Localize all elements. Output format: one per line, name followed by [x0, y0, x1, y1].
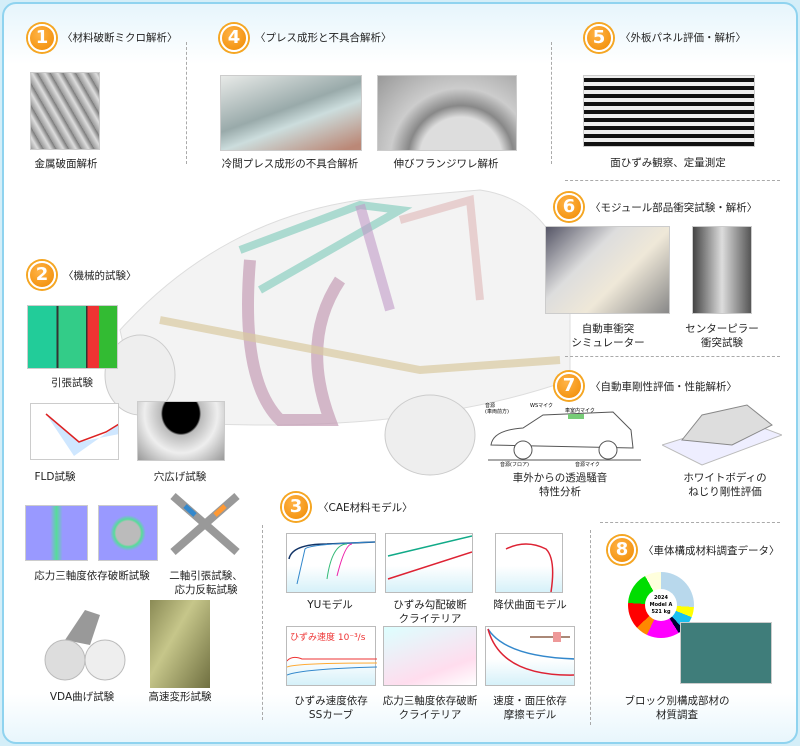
label-source-front: 音源(車両前方) — [485, 403, 509, 415]
divider — [565, 356, 780, 357]
caption: 摩擦モデル — [503, 709, 557, 721]
friction-model-graph — [485, 626, 575, 686]
triaxiality-fracture-surface — [383, 626, 477, 686]
caption: YUモデル — [307, 599, 353, 611]
caption: 車外からの透過騒音 — [512, 472, 608, 484]
label-source-floor: 音源(フロア) — [500, 462, 529, 468]
press-defect-image — [220, 75, 362, 151]
section-2-badge: 2 — [28, 261, 56, 289]
caption: クライテリア — [398, 709, 462, 721]
biaxial-test-diagram — [170, 492, 240, 556]
caption: センターピラー — [685, 323, 759, 335]
divider — [186, 42, 187, 164]
strain-rate-label: ひずみ速度 10⁻³/s — [290, 633, 366, 643]
caption: 穴広げ試験 — [153, 471, 207, 483]
parts-photo — [680, 622, 772, 684]
section-5-badge: 5 — [585, 24, 613, 52]
car-body-illustration — [104, 189, 571, 476]
divider — [565, 180, 780, 181]
label-source-mic: 音源マイク — [575, 462, 600, 468]
hole-expansion-image — [137, 401, 225, 461]
fracture-surface-image — [30, 72, 100, 150]
panel-zebra-image — [583, 75, 755, 147]
caption: 冷間プレス成形の不具合解析 — [221, 158, 359, 170]
section-3-badge: 3 — [282, 493, 310, 521]
section-5-title: 〈外板パネル評価・解析〉 — [620, 32, 746, 44]
caption: 特性分析 — [539, 486, 581, 498]
vda-bend-image — [44, 610, 126, 681]
yield-surface-graph — [495, 533, 563, 593]
section-7-title: 〈自動車剛性評価・性能解析〉 — [590, 381, 737, 393]
strain-rate-ss-graph: ひずみ速度 10⁻³/s — [286, 626, 377, 686]
caption: 引張試験 — [51, 377, 93, 389]
section-8-title: 〈車体構成材料調査データ〉 — [643, 545, 780, 557]
caption: ねじり剛性評価 — [688, 486, 762, 498]
high-speed-deformation-image — [150, 600, 210, 688]
section-2-title: 〈機械的試験〉 — [63, 270, 137, 282]
caption: 応力反転試験 — [174, 584, 238, 596]
section-4-title: 〈プレス成形と不具合解析〉 — [255, 32, 392, 44]
caption: ひずみ勾配破断 — [393, 599, 467, 611]
strain-gradient-graph — [385, 533, 473, 593]
caption: 材質調査 — [656, 709, 698, 721]
caption: FLD試験 — [34, 471, 76, 483]
fld-graph — [30, 403, 119, 460]
crash-simulator-image — [545, 226, 670, 314]
divider — [600, 522, 780, 523]
caption: 降伏曲面モデル — [493, 599, 567, 611]
section-1-badge: 1 — [28, 24, 56, 52]
section-3-title: 〈CAE材料モデル〉 — [318, 502, 413, 514]
triaxiality-specimen-notch — [25, 505, 88, 561]
caption: クライテリア — [398, 613, 462, 625]
caption: 応力三軸度依存破断試験 — [34, 570, 150, 582]
section-4-badge: 4 — [220, 24, 248, 52]
caption: ホワイトボディの — [683, 472, 767, 484]
center-pillar-test-image — [692, 226, 752, 314]
body-in-white-diagram — [662, 404, 782, 466]
divider — [262, 525, 263, 720]
divider — [551, 42, 552, 164]
section-7-badge: 7 — [555, 372, 583, 400]
caption: 金属破面解析 — [34, 158, 98, 170]
caption: 二軸引張試験、 — [169, 570, 243, 582]
caption: ブロック別構成部材の — [624, 695, 730, 707]
caption: 伸びフランジワレ解析 — [393, 158, 499, 170]
section-1-title: 〈材料破断ミクロ解析〉 — [62, 32, 178, 44]
section-6-badge: 6 — [555, 193, 583, 221]
label-cabin-mic: 車室内マイク — [565, 408, 595, 414]
caption: 面ひずみ観察、定量測定 — [610, 157, 726, 169]
caption: 高速変形試験 — [148, 691, 212, 703]
triaxiality-specimen-hole — [98, 505, 158, 561]
section-6-title: 〈モジュール部品衝突試験・解析〉 — [590, 202, 758, 214]
caption: ひずみ速度依存 — [294, 695, 368, 707]
caption: シミュレーター — [571, 337, 645, 349]
caption: 自動車衝突 — [581, 323, 635, 335]
flange-crack-image — [377, 75, 517, 151]
caption: 速度・面圧依存 — [493, 695, 567, 707]
caption: 衝突試験 — [701, 337, 743, 349]
yu-model-graph — [286, 533, 376, 593]
noise-test-car-diagram — [488, 411, 641, 461]
label-ws-mic: WSマイク — [530, 403, 554, 409]
caption: VDA曲げ試験 — [49, 691, 115, 703]
divider — [590, 530, 591, 725]
tensile-test-image — [27, 305, 118, 369]
section-8-badge: 8 — [608, 536, 636, 564]
caption: SSカーブ — [308, 709, 354, 721]
caption: 応力三軸度依存破断 — [382, 695, 478, 707]
